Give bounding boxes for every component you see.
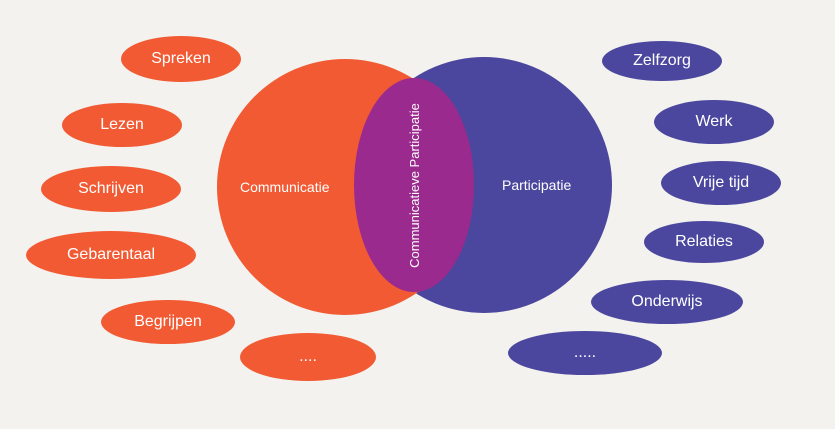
participatie-label: Participatie xyxy=(502,177,572,193)
item-label: Onderwijs xyxy=(631,293,703,310)
overlap-ellipse: Communicatieve Participatie xyxy=(354,78,474,292)
item-label: Relaties xyxy=(675,233,733,250)
communicatie-label: Communicatie xyxy=(240,179,330,195)
item-gebarentaal: Gebarentaal xyxy=(26,231,196,279)
item-label: Spreken xyxy=(151,50,211,67)
item-label: .... xyxy=(299,348,317,365)
item-label: Gebarentaal xyxy=(66,246,156,263)
item-label: Lezen xyxy=(100,116,144,133)
item-relaties: Relaties xyxy=(644,221,764,263)
item-label: Begrijpen xyxy=(134,313,202,330)
item-label: Zelfzorg xyxy=(633,52,691,69)
item-spreken: Spreken xyxy=(121,36,241,82)
item-label: Werk xyxy=(695,113,733,130)
overlap-label: Communicatieve Participatie xyxy=(406,102,422,268)
item-label: Vrije tijd xyxy=(692,174,750,191)
item-onderwijs: Onderwijs xyxy=(591,280,743,324)
item-zelfzorg: Zelfzorg xyxy=(602,41,722,81)
item-werk: Werk xyxy=(654,100,774,144)
item-more-right: ..... xyxy=(508,331,662,375)
item-lezen: Lezen xyxy=(62,103,182,147)
item-label: Schrijven xyxy=(78,180,144,197)
item-vrije-tijd: Vrije tijd xyxy=(661,161,781,205)
item-schrijven: Schrijven xyxy=(41,166,181,212)
item-more-left: .... xyxy=(240,333,376,381)
item-label: ..... xyxy=(573,344,597,361)
item-begrijpen: Begrijpen xyxy=(101,300,235,344)
